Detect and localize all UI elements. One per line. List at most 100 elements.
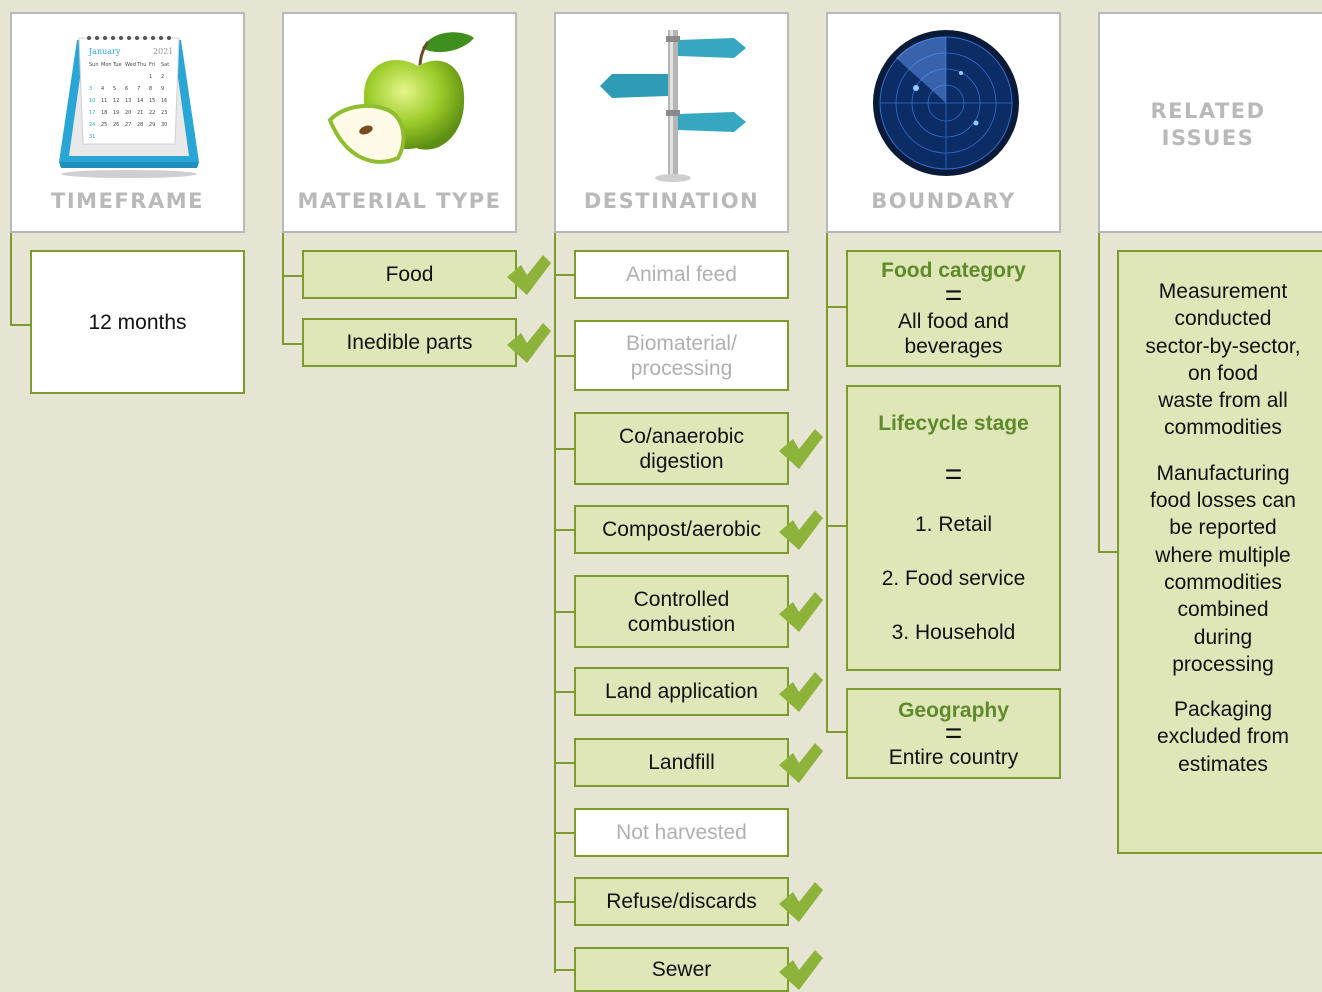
calendar-year: 2021 (153, 47, 173, 56)
related-issue-line: food losses can (1150, 489, 1296, 513)
material-type-item: Food (302, 250, 517, 299)
related-issue-line: waste from all (1158, 389, 1288, 413)
food-category-line: beverages (904, 335, 1003, 358)
connector-line (554, 611, 576, 613)
calendar-day: 7 (137, 86, 140, 92)
connector-line (826, 306, 848, 308)
destination-label: Refuse/discards (606, 890, 757, 913)
equals-sign: = (944, 716, 963, 750)
calendar-day: 18 (101, 110, 107, 116)
related-issue-line: conducted (1174, 307, 1272, 331)
connector-line (1098, 551, 1120, 553)
destination-header-label: DESTINATION (583, 189, 760, 213)
calendar-day: 1 (149, 74, 152, 80)
connector-line (282, 275, 304, 277)
destination-label: combustion (627, 612, 736, 636)
calendar-day: 13 (125, 98, 131, 104)
calendar-day: 20 (125, 110, 131, 116)
destination-item: Not harvested (574, 808, 789, 857)
connector-line (554, 901, 576, 903)
material-type-header: MATERIAL TYPE (282, 12, 517, 233)
calendar-day: 21 (137, 110, 143, 116)
radar-icon (873, 30, 1019, 176)
destination-label: processing (630, 356, 733, 380)
connector-line (554, 355, 576, 357)
destination-item: Refuse/discards (574, 877, 789, 926)
calendar-day: 22 (149, 110, 155, 116)
checkmark-icon (779, 672, 823, 712)
calendar-day: 4 (101, 86, 104, 92)
related-issue-line: Packaging (1173, 698, 1273, 722)
related-issues-header-line-1: RELATED (1150, 99, 1266, 123)
calendar-month: January (88, 47, 121, 56)
calendar-day: 15 (149, 98, 155, 104)
related-issue-line: commodities (1164, 416, 1282, 440)
destination-label: Biomaterial/ (626, 331, 737, 355)
calendar-weekday: Mon (101, 62, 112, 68)
connector-line (10, 324, 32, 326)
calendar-day: 25 (101, 122, 107, 128)
related-issue-line: on food (1187, 361, 1259, 385)
calendar-weekday: Tue (112, 62, 122, 68)
timeframe-value: 12 months (88, 310, 187, 334)
material-type-header-label: MATERIAL TYPE (297, 189, 502, 213)
checkmark-icon (779, 592, 823, 632)
destination-item: Land application (574, 667, 789, 716)
material-type-item: Inedible parts (302, 318, 517, 367)
calendar-weekday: Sat (161, 62, 169, 68)
destination-item: Animal feed (574, 250, 789, 299)
related-issue-line: during (1193, 625, 1253, 649)
connector-line (554, 969, 576, 971)
related-issue-line: where multiple (1155, 543, 1291, 567)
calendar-day: 31 (89, 134, 95, 140)
calendar-day: 27 (125, 122, 131, 128)
connector-line (554, 529, 576, 531)
food-category-box: Food category = All food and beverages (846, 250, 1061, 367)
lifecycle-stage-title: Lifecycle stage (878, 412, 1029, 435)
calendar-day: 2 (161, 74, 164, 80)
timeframe-value-box: 12 months (30, 250, 245, 394)
related-issue-line: estimates (1178, 752, 1268, 776)
calendar-day: 12 (113, 98, 119, 104)
calendar-day: 19 (113, 110, 119, 116)
destination-label: digestion (639, 449, 724, 473)
connector-line (554, 691, 576, 693)
related-issue-line: sector-by-sector, (1145, 334, 1301, 358)
calendar-day: 5 (113, 86, 116, 92)
calendar-day: 17 (89, 110, 95, 116)
calendar-day: 23 (161, 110, 167, 116)
checkmark-icon (507, 323, 551, 363)
food-category-line: All food and (898, 310, 1009, 333)
signpost-icon (600, 30, 746, 182)
material-type-label: Inedible parts (346, 331, 473, 354)
calendar-day: 30 (161, 122, 167, 128)
connector-line (282, 343, 304, 345)
geography-title: Geography (898, 698, 1009, 722)
related-issues-header: RELATED ISSUES (1098, 12, 1322, 233)
food-category-title: Food category (881, 259, 1026, 282)
destination-header: DESTINATION (554, 12, 789, 233)
related-issue-line: processing (1172, 652, 1274, 676)
connector-line (10, 233, 12, 326)
connector-line (826, 525, 848, 527)
destination-label: Landfill (648, 751, 715, 774)
equals-sign: = (944, 458, 963, 491)
equals-sign: = (944, 279, 963, 312)
destination-label: Co/anaerobic (619, 424, 744, 448)
calendar-day: 9 (161, 86, 164, 92)
related-issue-line: combined (1177, 598, 1269, 622)
destination-label: Land application (605, 680, 758, 703)
checkmark-icon (779, 743, 823, 783)
checkmark-icon (779, 882, 823, 922)
related-issue-line: Manufacturing (1156, 461, 1290, 485)
calendar-weekday: Wed (125, 62, 136, 68)
connector-line (1098, 233, 1100, 553)
calendar-weekday: Thu (136, 62, 146, 68)
lifecycle-stage-box: Lifecycle stage = 1. Retail 2. Food serv… (846, 385, 1061, 671)
calendar-day: 10 (89, 98, 95, 104)
